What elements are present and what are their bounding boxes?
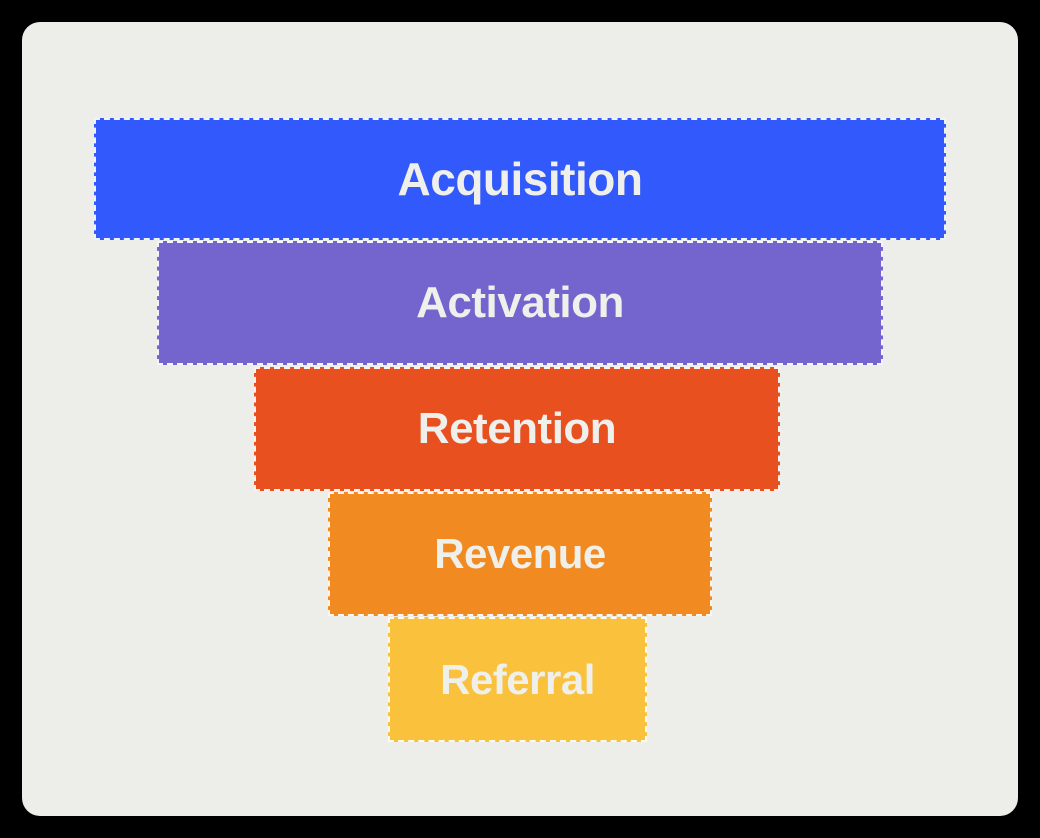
funnel-stage-acquisition[interactable]: Acquisition <box>94 118 946 240</box>
funnel-stage-label: Acquisition <box>397 153 643 205</box>
funnel-stage-activation[interactable]: Activation <box>157 241 883 365</box>
funnel-stage-label: Retention <box>417 404 617 453</box>
funnel-stage-retention[interactable]: Retention <box>254 367 780 491</box>
funnel-stage-revenue[interactable]: Revenue <box>328 492 712 616</box>
funnel-stage-label: Referral <box>440 655 595 703</box>
funnel-stage-referral[interactable]: Referral <box>388 617 647 742</box>
funnel-stage-label: Revenue <box>434 530 606 577</box>
funnel-stage-label: Activation <box>416 278 624 327</box>
